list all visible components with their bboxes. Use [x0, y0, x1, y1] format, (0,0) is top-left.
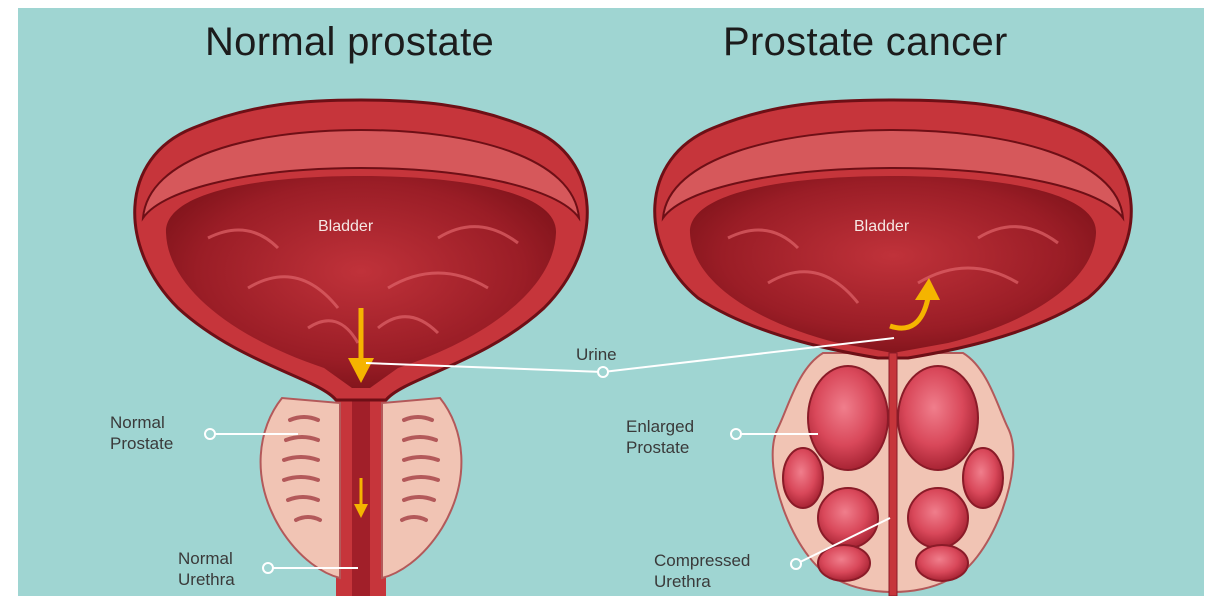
label-enlarged-prostate-line2: Prostate: [626, 437, 694, 458]
label-enlarged-prostate: Enlarged Prostate: [626, 416, 694, 458]
title-prostate-cancer: Prostate cancer: [723, 20, 1008, 65]
label-bladder-left: Bladder: [318, 218, 373, 236]
label-enlarged-prostate-line1: Enlarged: [626, 416, 694, 437]
title-normal-prostate: Normal prostate: [205, 20, 494, 65]
label-compressed-urethra: Compressed Urethra: [654, 550, 750, 592]
compressed-urethra: [889, 353, 897, 596]
label-normal-urethra-line2: Urethra: [178, 569, 235, 590]
diagram-canvas: Normal prostate Prostate cancer Bladder …: [18, 8, 1204, 596]
normal-bladder-group: [135, 100, 588, 596]
cancer-bladder-group: [655, 100, 1132, 596]
label-compressed-urethra-line1: Compressed: [654, 550, 750, 571]
anatomy-illustration: [18, 8, 1204, 596]
label-normal-urethra: Normal Urethra: [178, 548, 235, 590]
label-compressed-urethra-line2: Urethra: [654, 571, 750, 592]
label-normal-urethra-line1: Normal: [178, 548, 235, 569]
label-bladder-right: Bladder: [854, 218, 909, 236]
label-normal-prostate-line2: Prostate: [110, 433, 173, 454]
label-normal-prostate: Normal Prostate: [110, 412, 173, 454]
label-normal-prostate-line1: Normal: [110, 412, 173, 433]
label-urine: Urine: [576, 344, 617, 365]
